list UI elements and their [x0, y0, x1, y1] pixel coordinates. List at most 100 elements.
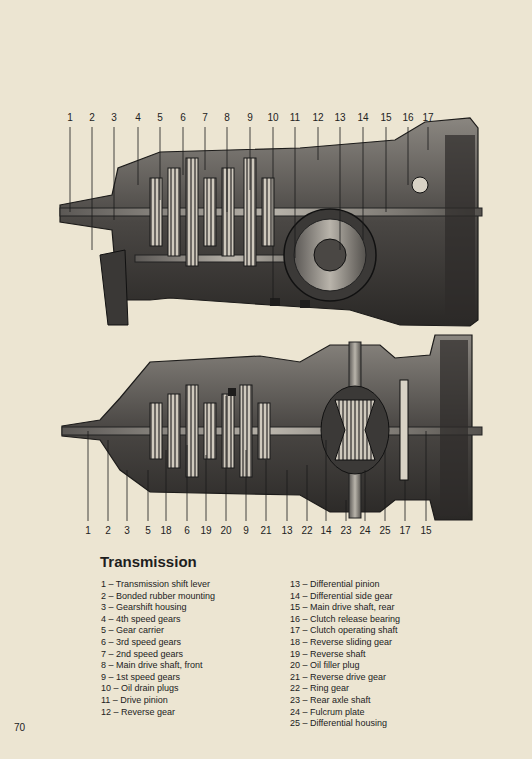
leader-line — [346, 500, 347, 521]
differential-housing — [321, 386, 389, 474]
leader-line — [205, 127, 206, 170]
leader-line — [226, 396, 227, 521]
leader-line — [138, 127, 139, 185]
key-entry: 1 – Transmission shift lever — [101, 579, 210, 589]
leader-line — [326, 440, 327, 521]
leader-line — [92, 127, 93, 250]
callout-number: 16 — [402, 112, 413, 124]
callout-number: 19 — [200, 525, 211, 537]
callout-number: 13 — [281, 525, 292, 537]
differential — [284, 209, 376, 301]
callout-number: 20 — [220, 525, 231, 537]
callout-number: 5 — [145, 525, 151, 537]
bell-housing — [440, 340, 468, 516]
speed-gear — [204, 178, 216, 246]
key-entry: 10 – Oil drain plugs — [101, 683, 179, 693]
leader-line — [148, 470, 149, 521]
leader-line — [88, 431, 89, 521]
key-entry: 18 – Reverse sliding gear — [290, 637, 392, 647]
key-entry: 23 – Rear axle shaft — [290, 695, 371, 705]
leader-line — [385, 450, 386, 521]
leader-line — [183, 127, 184, 175]
key-entry: 13 – Differential pinion — [290, 579, 379, 589]
key-entry: 17 – Clutch operating shaft — [290, 625, 398, 635]
leader-line — [206, 455, 207, 521]
callout-number: 12 — [312, 112, 323, 124]
leader-line — [365, 470, 366, 521]
key-entry: 20 – Oil filler plug — [290, 660, 360, 670]
key-entry: 24 – Fulcrum plate — [290, 707, 365, 717]
key-entry: 12 – Reverse gear — [101, 707, 175, 717]
page-number: 70 — [14, 722, 25, 734]
leader-line — [266, 460, 267, 521]
leader-line — [273, 127, 274, 300]
leader-line — [108, 440, 109, 521]
leader-line — [250, 127, 251, 190]
speed-gear — [204, 403, 216, 459]
leader-line — [318, 127, 319, 160]
callout-number: 4 — [135, 112, 141, 124]
key-entry: 15 – Main drive shaft, rear — [290, 602, 395, 612]
leader-line — [363, 127, 364, 240]
leader-line — [287, 470, 288, 521]
leader-line — [187, 445, 188, 521]
callout-number: 23 — [340, 525, 351, 537]
callout-number: 2 — [89, 112, 95, 124]
callout-number: 11 — [290, 112, 300, 124]
leader-line — [307, 465, 308, 521]
speed-gear — [222, 168, 234, 256]
oil-drain-plug — [270, 298, 280, 306]
speed-gear — [150, 403, 162, 459]
gearbox-housing — [60, 118, 478, 326]
rubber-mounting — [100, 250, 128, 325]
callout-number: 9 — [247, 112, 253, 124]
callout-number: 7 — [202, 112, 208, 124]
leader-line — [428, 127, 429, 150]
callout-number: 22 — [301, 525, 312, 537]
leader-line — [160, 127, 161, 200]
callout-number: 17 — [422, 112, 433, 124]
key-entry: 4 – 4th speed gears — [101, 614, 181, 624]
leader-line — [70, 127, 71, 212]
callout-number: 6 — [184, 525, 190, 537]
leader-line — [295, 127, 296, 258]
callout-number: 17 — [399, 525, 410, 537]
callout-number: 15 — [380, 112, 391, 124]
leader-line — [408, 127, 409, 185]
callout-number: 1 — [67, 112, 73, 124]
speed-gear — [168, 168, 180, 256]
title: Transmission — [100, 553, 197, 570]
speed-gear — [186, 385, 198, 477]
ring-gear — [400, 380, 408, 480]
callout-number: 3 — [111, 112, 117, 124]
key-entry: 2 – Bonded rubber mounting — [101, 591, 215, 601]
differential-hub — [314, 239, 346, 271]
callout-number: 14 — [357, 112, 368, 124]
callout-number: 10 — [267, 112, 278, 124]
leader-line — [246, 450, 247, 521]
key-entry: 11 – Drive pinion — [101, 695, 168, 705]
key-entry: 16 – Clutch release bearing — [290, 614, 400, 624]
callout-number: 25 — [379, 525, 390, 537]
callout-number: 3 — [124, 525, 130, 537]
bell-housing — [445, 135, 475, 315]
ring-gear — [294, 219, 366, 291]
callout-number: 6 — [180, 112, 186, 124]
key-entry: 9 – 1st speed gears — [101, 672, 180, 682]
leader-line — [127, 470, 128, 521]
key-entry: 8 – Main drive shaft, front — [101, 660, 203, 670]
main-shaft — [62, 427, 482, 435]
release-bearing — [412, 177, 428, 193]
callout-number: 18 — [160, 525, 171, 537]
leader-line — [405, 480, 406, 521]
oil-filler-plug — [228, 388, 236, 396]
callout-number: 8 — [224, 112, 230, 124]
callout-number: 14 — [320, 525, 331, 537]
callout-number: 24 — [359, 525, 370, 537]
leader-line — [340, 127, 341, 250]
callout-number: 15 — [420, 525, 431, 537]
speed-gear — [222, 394, 234, 468]
callout-number: 2 — [105, 525, 111, 537]
speed-gear — [186, 158, 198, 266]
